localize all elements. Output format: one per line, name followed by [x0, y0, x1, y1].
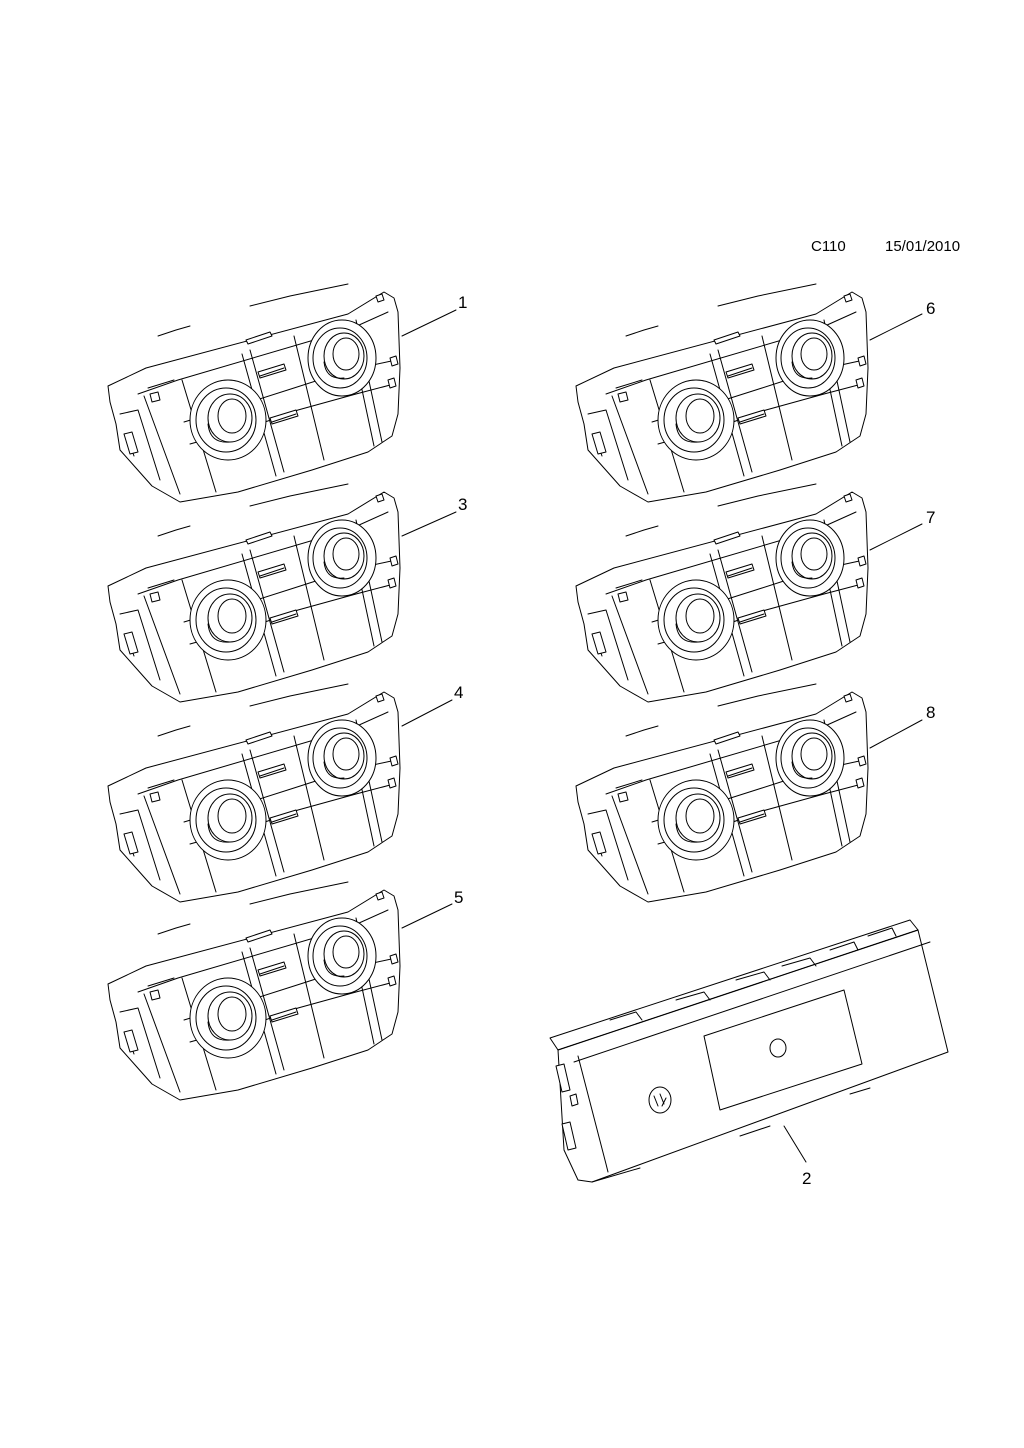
leader-line-7: [869, 523, 923, 551]
control-panel-1: [107, 283, 401, 503]
display-module-2: [549, 919, 949, 1183]
callout-label-6: 6: [926, 299, 935, 318]
diagram-date: 15/01/2010: [885, 238, 961, 255]
leader-line-6: [869, 313, 923, 341]
control-panel-3: [107, 483, 401, 703]
control-panel-5: [107, 881, 401, 1101]
callout-label-8: 8: [926, 703, 935, 722]
control-panel-6: [575, 283, 869, 503]
callout-label-2: 2: [802, 1169, 811, 1188]
control-panel-8: [575, 683, 869, 903]
leader-line-1: [401, 309, 457, 337]
leader-line-5: [401, 903, 453, 929]
leader-line-2: [783, 1125, 807, 1163]
leader-line-8: [869, 719, 923, 749]
control-panel-4: [107, 683, 401, 903]
callout-label-5: 5: [454, 888, 463, 907]
leader-line-4: [401, 699, 453, 727]
callout-label-7: 7: [926, 508, 935, 527]
leader-line-3: [401, 511, 457, 537]
callout-label-3: 3: [458, 495, 467, 514]
callout-label-1: 1: [458, 293, 467, 312]
control-panel-7: [575, 483, 869, 703]
callout-label-4: 4: [454, 683, 463, 702]
diagram-code: C110: [811, 238, 846, 255]
